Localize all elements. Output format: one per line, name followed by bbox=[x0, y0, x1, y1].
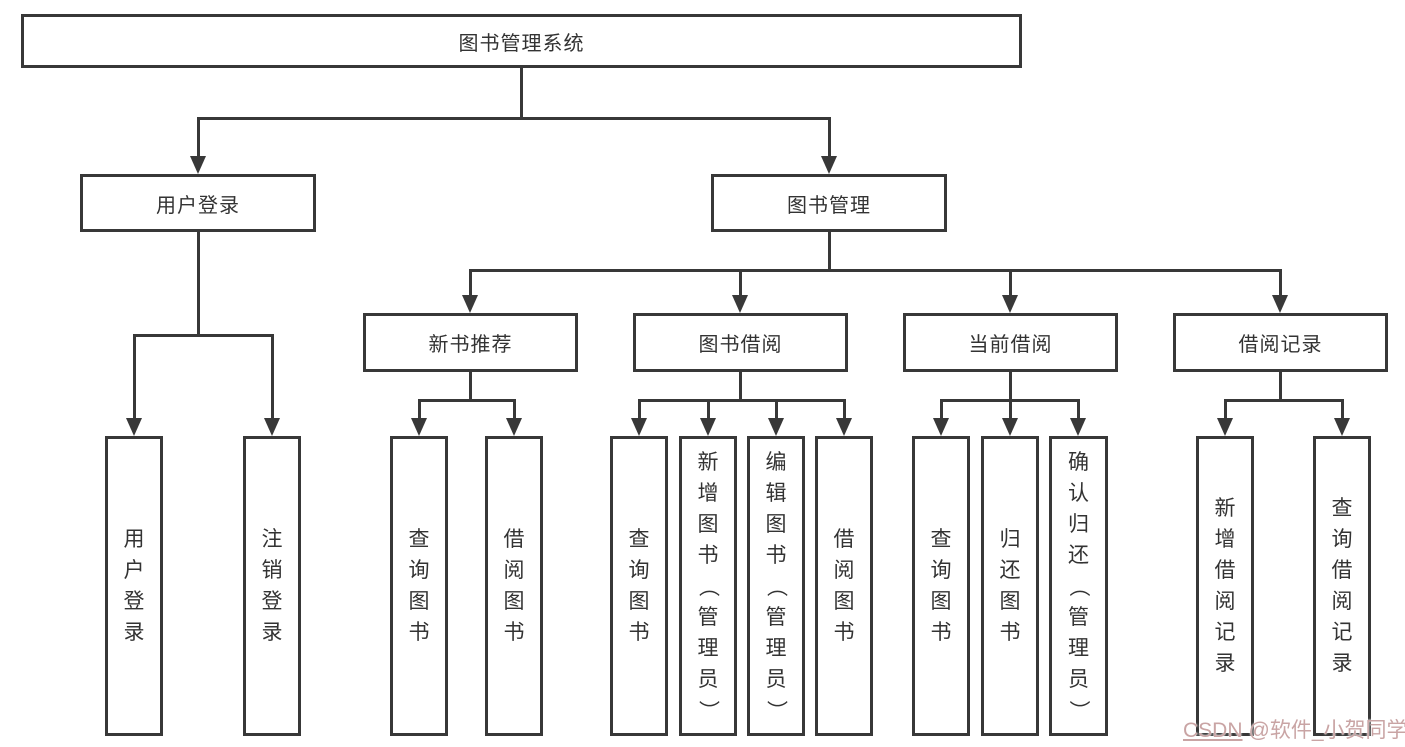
node-library-management-system: 图书管理系统 bbox=[21, 14, 1022, 68]
connector-line bbox=[197, 117, 200, 158]
watermark-brand: CSDN bbox=[1183, 719, 1243, 742]
node-label: 借阅记录 bbox=[1238, 334, 1323, 356]
connector-line bbox=[197, 232, 200, 337]
leaf-logout: 注销登录 bbox=[243, 436, 301, 736]
arrowhead-icon bbox=[821, 156, 837, 174]
connector-line bbox=[739, 372, 742, 402]
node-label: 图书管理 bbox=[787, 194, 871, 217]
connector-line bbox=[418, 399, 421, 420]
connector-line bbox=[418, 399, 516, 402]
arrowhead-icon bbox=[411, 418, 427, 436]
connector-line bbox=[1009, 372, 1012, 402]
arrowhead-icon bbox=[1272, 295, 1288, 313]
connector-line bbox=[1279, 372, 1282, 402]
node-borrowing-records: 借阅记录 bbox=[1173, 313, 1388, 372]
connector-line bbox=[828, 232, 831, 272]
connector-line bbox=[843, 399, 846, 420]
arrowhead-icon bbox=[506, 418, 522, 436]
connector-line bbox=[1224, 399, 1344, 402]
leaf-edit-books-admin: 编辑图书（管理员） bbox=[747, 436, 805, 736]
connector-line bbox=[775, 399, 778, 420]
connector-line bbox=[469, 269, 472, 297]
leaf-query-books-1: 查询图书 bbox=[390, 436, 448, 736]
arrowhead-icon bbox=[700, 418, 716, 436]
connector-line bbox=[133, 334, 274, 337]
node-label: 图书管理系统 bbox=[458, 32, 585, 55]
node-user-login-branch: 用户登录 bbox=[80, 174, 316, 232]
leaf-user-login: 用户登录 bbox=[105, 436, 163, 736]
connector-line bbox=[1077, 399, 1080, 420]
node-book-management-branch: 图书管理 bbox=[711, 174, 947, 232]
connector-line bbox=[1279, 269, 1282, 297]
arrowhead-icon bbox=[1334, 418, 1350, 436]
arrowhead-icon bbox=[1217, 418, 1233, 436]
connector-line bbox=[520, 68, 523, 119]
leaf-query-books-2: 查询图书 bbox=[610, 436, 668, 736]
arrowhead-icon bbox=[1002, 418, 1018, 436]
node-label: 用户登录 bbox=[156, 194, 240, 217]
node-current-borrowing: 当前借阅 bbox=[903, 313, 1118, 372]
leaf-add-books-admin: 新增图书（管理员） bbox=[679, 436, 737, 736]
connector-line bbox=[1009, 399, 1012, 420]
connector-line bbox=[828, 117, 831, 158]
connector-line bbox=[469, 269, 1282, 272]
watermark-author: @软件_小贺同学 bbox=[1248, 719, 1405, 742]
arrowhead-icon bbox=[1002, 295, 1018, 313]
arrowhead-icon bbox=[836, 418, 852, 436]
connector-line bbox=[1341, 399, 1344, 420]
connector-line bbox=[1009, 269, 1012, 297]
node-label: 当前借阅 bbox=[968, 334, 1053, 356]
node-book-borrowing: 图书借阅 bbox=[633, 313, 848, 372]
arrowhead-icon bbox=[190, 156, 206, 174]
connector-line bbox=[940, 399, 943, 420]
arrowhead-icon bbox=[1070, 418, 1086, 436]
arrowhead-icon bbox=[631, 418, 647, 436]
leaf-add-borrow-record: 新增借阅记录 bbox=[1196, 436, 1254, 736]
connector-line bbox=[469, 372, 472, 402]
connector-line bbox=[638, 399, 641, 420]
connector-line bbox=[513, 399, 516, 420]
node-label: 新书推荐 bbox=[428, 334, 513, 356]
connector-line bbox=[638, 399, 845, 402]
arrowhead-icon bbox=[732, 295, 748, 313]
arrowhead-icon bbox=[126, 418, 142, 436]
node-label: 图书借阅 bbox=[698, 334, 783, 356]
arrowhead-icon bbox=[933, 418, 949, 436]
arrowhead-icon bbox=[462, 295, 478, 313]
connector-line bbox=[707, 399, 710, 420]
leaf-confirm-return-admin: 确认归还（管理员） bbox=[1049, 436, 1108, 736]
connector-line bbox=[271, 334, 274, 420]
leaf-query-borrow-record: 查询借阅记录 bbox=[1313, 436, 1371, 736]
node-new-book-recommend: 新书推荐 bbox=[363, 313, 578, 372]
connector-line bbox=[1224, 399, 1227, 420]
connector-line bbox=[197, 117, 831, 120]
leaf-borrow-books-1: 借阅图书 bbox=[485, 436, 543, 736]
leaf-return-books: 归还图书 bbox=[981, 436, 1039, 736]
connector-line bbox=[133, 334, 136, 420]
csdn-watermark: CSDN@软件_小贺同学 bbox=[1183, 714, 1405, 744]
leaf-query-books-3: 查询图书 bbox=[912, 436, 970, 736]
arrowhead-icon bbox=[768, 418, 784, 436]
arrowhead-icon bbox=[264, 418, 280, 436]
connector-line bbox=[739, 269, 742, 297]
leaf-borrow-books-2: 借阅图书 bbox=[815, 436, 873, 736]
